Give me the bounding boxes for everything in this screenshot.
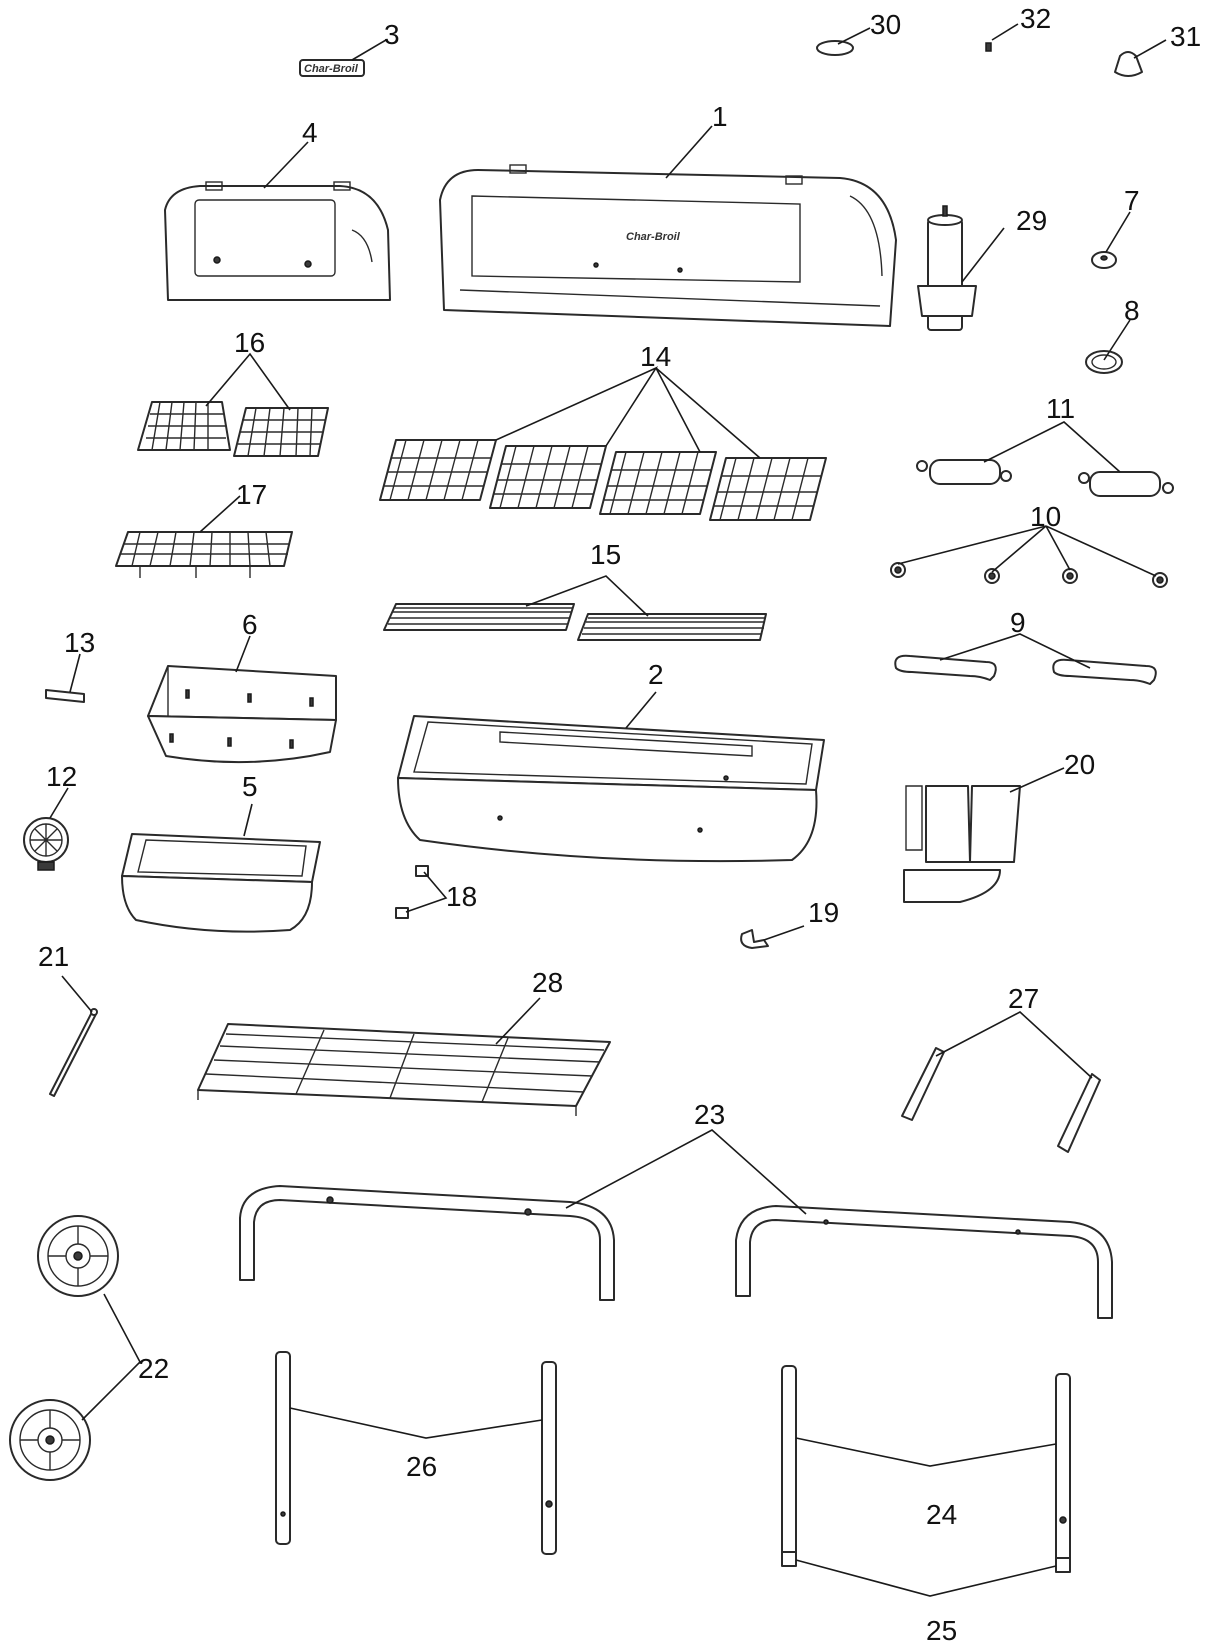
callout-31: 31 xyxy=(1170,21,1201,52)
callout-20: 20 xyxy=(1064,749,1095,780)
part-16-grate-right xyxy=(233,407,329,457)
callout-21: 21 xyxy=(38,941,69,972)
part-14-grate-3 xyxy=(599,451,717,515)
part-19-hook xyxy=(740,929,769,949)
part-27-bracket-right xyxy=(1057,1073,1101,1153)
part-24-legs xyxy=(781,1365,1071,1569)
part-25-leg-caps xyxy=(781,1551,1071,1573)
part-25-cap-2 xyxy=(1055,1557,1071,1573)
callout-27: 27 xyxy=(1008,983,1039,1014)
part-1-logo-text: Char-Broil xyxy=(626,231,681,243)
callout-5: 5 xyxy=(242,771,258,802)
part-5-firebox xyxy=(121,833,321,933)
part-26-leg-1 xyxy=(275,1351,291,1545)
callout-16: 16 xyxy=(234,327,265,358)
part-9-handle-left xyxy=(894,654,997,681)
callout-22: 22 xyxy=(138,1353,169,1384)
part-7-damper-knob xyxy=(1091,251,1117,269)
part-14-main-grates xyxy=(379,439,827,521)
callout-24: 24 xyxy=(926,1499,957,1530)
part-13-bracket xyxy=(45,689,85,703)
part-18-clip-1 xyxy=(415,865,429,877)
callout-23: 23 xyxy=(694,1099,725,1130)
part-15-grate-left xyxy=(383,603,575,631)
callout-9: 9 xyxy=(1010,607,1026,638)
part-27-bracket-left xyxy=(901,1047,945,1121)
callout-13: 13 xyxy=(64,627,95,658)
part-22-wheels xyxy=(9,1215,119,1481)
callout-6: 6 xyxy=(242,609,258,640)
part-24-leg-1 xyxy=(781,1365,797,1561)
part-14-grate-1 xyxy=(379,439,497,501)
callout-2: 2 xyxy=(648,659,664,690)
part-32-screw xyxy=(985,42,992,52)
part-29-smokestack xyxy=(917,205,977,331)
part-9-handle-right xyxy=(1052,658,1157,685)
part-11-handle-grips xyxy=(916,459,1174,497)
callout-28: 28 xyxy=(532,967,563,998)
part-2-cooking-chamber xyxy=(397,715,825,863)
callout-4: 4 xyxy=(302,117,318,148)
part-15-charcoal-grates xyxy=(383,603,767,641)
callout-19: 19 xyxy=(808,897,839,928)
callout-30: 30 xyxy=(870,9,901,40)
part-20-side-shelf xyxy=(903,785,1021,903)
callout-numbers: 1 2 3 4 5 6 7 8 9 10 11 12 13 14 15 16 1… xyxy=(38,3,1201,1646)
part-28-warming-rack xyxy=(197,1023,611,1116)
part-3-logo-text: Char-Broil xyxy=(304,63,359,75)
callout-14: 14 xyxy=(640,341,671,372)
callout-8: 8 xyxy=(1124,295,1140,326)
part-18-clip-2 xyxy=(395,907,409,919)
part-1-main-lid: Char-Broil xyxy=(439,164,897,327)
part-26-legs xyxy=(275,1351,557,1555)
part-26-leg-2 xyxy=(541,1361,557,1555)
callout-10: 10 xyxy=(1030,501,1061,532)
part-27-side-brackets xyxy=(901,1047,1101,1153)
part-25-cap-1 xyxy=(781,1551,797,1567)
callout-29: 29 xyxy=(1016,205,1047,236)
part-11-grip-right xyxy=(1089,471,1161,497)
part-14-grate-2 xyxy=(489,445,607,509)
callout-32: 32 xyxy=(1020,3,1051,34)
part-11-grip-left xyxy=(929,459,1001,485)
part-12-temperature-gauge xyxy=(23,817,69,871)
part-21-axle xyxy=(49,1008,98,1097)
callout-15: 15 xyxy=(590,539,621,570)
part-17-charcoal-grate xyxy=(115,531,293,578)
part-23-rail-right xyxy=(735,1205,1113,1319)
part-30-gasket xyxy=(816,40,854,56)
part-6-ash-pan xyxy=(147,665,337,764)
part-14-grate-4 xyxy=(709,457,827,521)
callout-17: 17 xyxy=(236,479,267,510)
part-16-firebox-grates xyxy=(137,401,329,457)
part-22-wheel-bottom xyxy=(9,1399,91,1481)
callout-26: 26 xyxy=(406,1451,437,1482)
part-10-hardware xyxy=(890,562,1168,588)
callout-3: 3 xyxy=(384,19,400,50)
part-4-firebox-lid xyxy=(164,181,391,301)
part-23-rail-left xyxy=(239,1185,615,1301)
callout-7: 7 xyxy=(1124,185,1140,216)
callout-11: 11 xyxy=(1046,393,1075,424)
part-22-wheel-top xyxy=(37,1215,119,1297)
part-16-grate-left xyxy=(137,401,231,451)
callout-1: 1 xyxy=(712,101,728,132)
part-18-clips xyxy=(395,865,429,919)
callout-12: 12 xyxy=(46,761,77,792)
part-3-logo-badge: Char-Broil xyxy=(299,59,365,77)
part-23-frame-rails xyxy=(239,1185,1113,1319)
leader-lines xyxy=(49,23,1167,1597)
part-9-handles xyxy=(894,654,1157,685)
part-15-grate-right xyxy=(577,613,767,641)
part-24-leg-2 xyxy=(1055,1373,1071,1569)
callout-18: 18 xyxy=(446,881,477,912)
part-8-damper-plate xyxy=(1085,350,1123,374)
callout-25: 25 xyxy=(926,1615,957,1646)
